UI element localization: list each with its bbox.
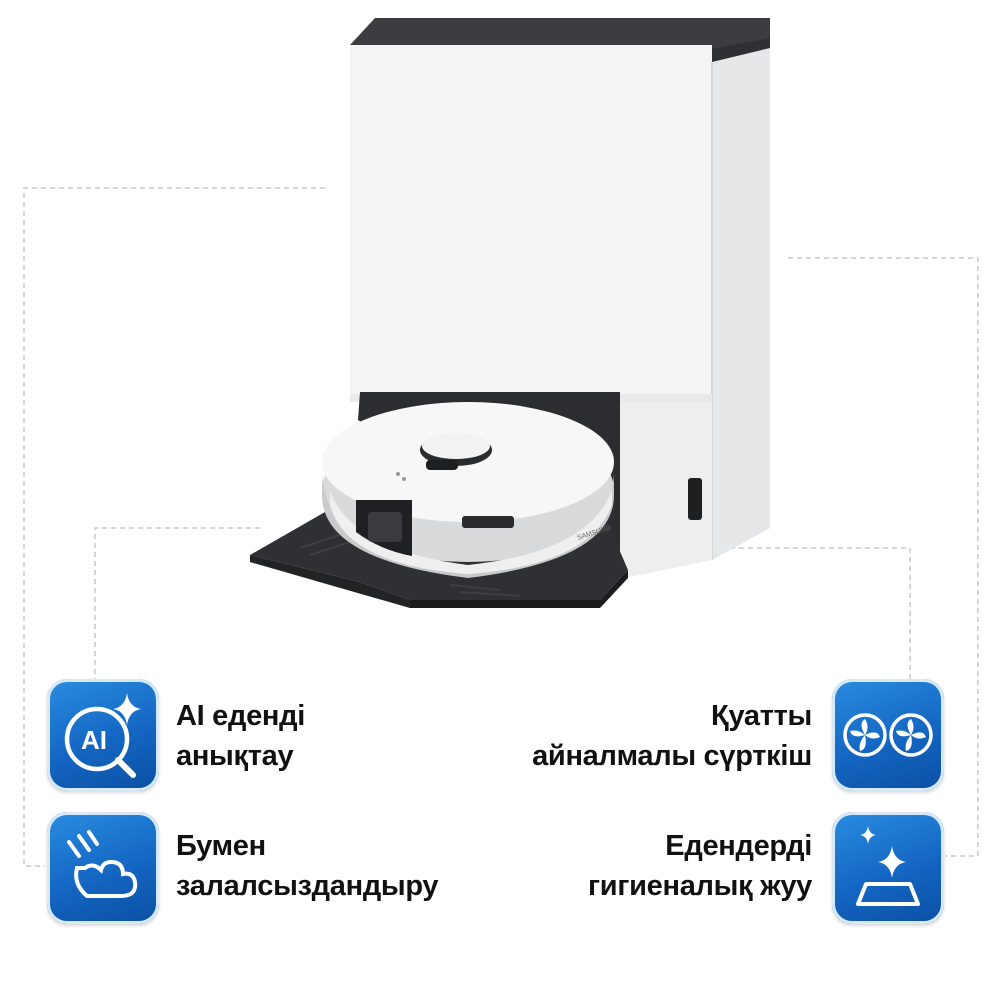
robot-vacuum (322, 402, 614, 578)
mop-feature-icon (832, 679, 944, 791)
docking-station (350, 18, 770, 578)
steam-feature-icon (47, 812, 159, 924)
ai-floor-line1: AI едендi (176, 700, 306, 732)
ai-floor-feature-label: AI едендi анықтау (176, 696, 305, 776)
steam-line1: Бумен (176, 830, 266, 862)
steam-line2: залалсыздандыру (176, 870, 439, 902)
hygiene-feature-icon (832, 812, 944, 924)
ai-sparkle-icon: AI (64, 693, 141, 778)
hygiene-line2: гигиеналық жуу (588, 870, 812, 902)
sparkle-floor-icon (856, 826, 920, 906)
hygiene-line1: Едендердi (665, 830, 812, 862)
mop-line2: айналмалы сүрткiш (532, 740, 812, 772)
mop-line1: Қуатты (711, 700, 812, 732)
steam-hand-icon (67, 830, 138, 898)
spinning-mops-icon (843, 713, 933, 757)
steam-feature-label: Бумен залалсыздандыру (176, 826, 439, 906)
svg-text:AI: AI (81, 725, 107, 755)
mop-feature-label: Қуатты айналмалы сүрткiш (532, 696, 812, 776)
ai-floor-feature-icon: AI (47, 679, 159, 791)
ai-floor-line2: анықтау (176, 740, 294, 772)
hygiene-feature-label: Едендердi гигиеналық жуу (588, 826, 812, 906)
